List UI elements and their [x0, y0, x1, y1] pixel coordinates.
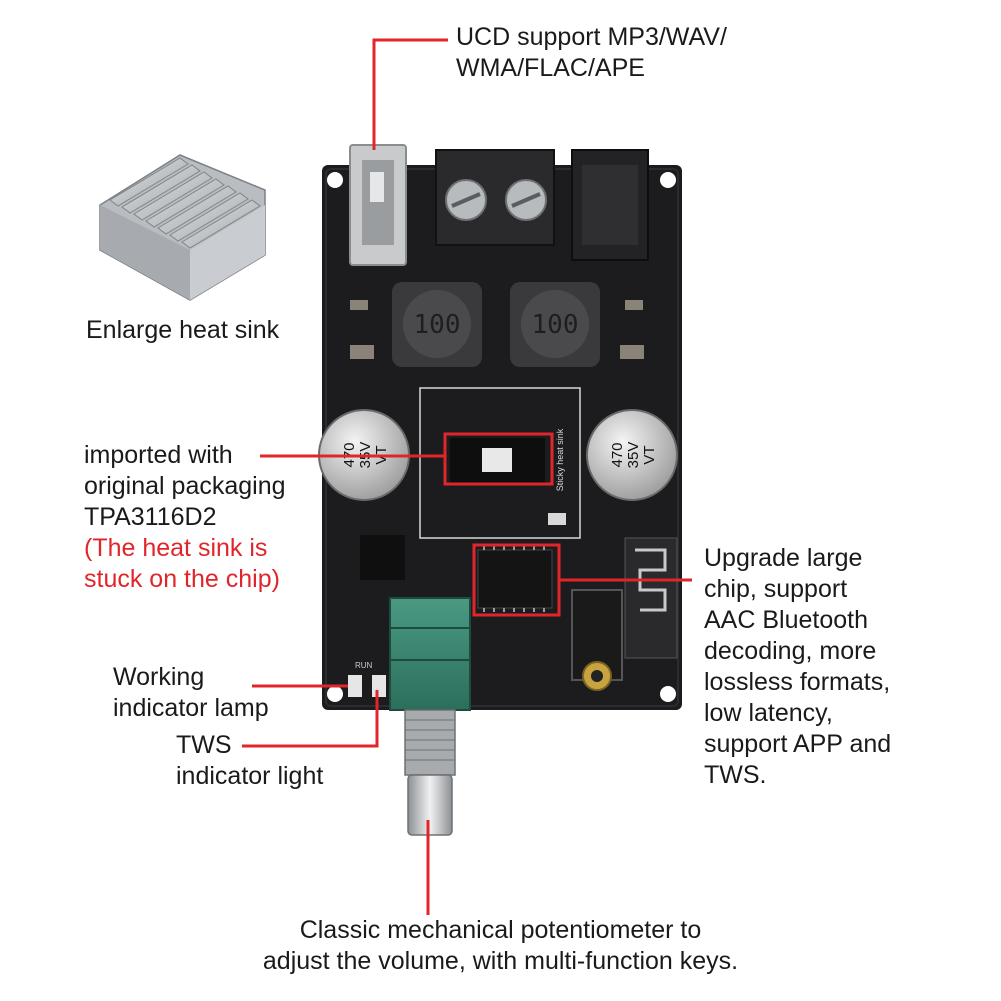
tws-light-callout: TWS indicator light — [176, 730, 323, 792]
usb-callout: UCD support MP3/WAV/ WMA/FLAC/APE — [456, 22, 727, 84]
dc-power-jack — [571, 149, 649, 261]
inductor-right: 100 — [510, 282, 600, 367]
bluetooth-callout-line-5: lossless formats, — [704, 668, 891, 696]
chip-callout: imported with original packaging TPA3116… — [84, 440, 286, 595]
usb-callout-line-1: UCD support MP3/WAV/ — [456, 23, 727, 51]
bluetooth-callout-line-3: AAC Bluetooth — [704, 606, 868, 634]
bluetooth-callout-line-1: Upgrade large — [704, 544, 863, 572]
bluetooth-callout: Upgrade large chip, support AAC Bluetoot… — [704, 543, 891, 791]
run-silkscreen: RUN — [355, 661, 373, 670]
heat-sink-image — [99, 154, 266, 301]
smd-components — [350, 300, 644, 525]
potentiometer-line-2: adjust the volume, with multi-function k… — [262, 947, 739, 975]
tpa3116d2-chip: Sticky heat sink — [419, 387, 581, 539]
chip-callout-line-2: original packaging — [84, 472, 286, 500]
usb-callout-line-2: WMA/FLAC/APE — [456, 54, 645, 82]
usb-port — [349, 144, 407, 266]
speaker-terminals — [435, 149, 555, 246]
heatsink-callout: Enlarge heat sink — [86, 315, 279, 346]
bluetooth-callout-line-4: decoding, more — [704, 637, 877, 665]
audio-jack — [571, 589, 623, 691]
callout-leader-lines — [242, 38, 692, 915]
bluetooth-callout-line-8: TWS. — [704, 761, 767, 789]
working-lamp-line-2: indicator lamp — [113, 694, 269, 722]
chip-callout-line-3: TPA3116D2 — [84, 503, 217, 531]
heatsink-callout-line-1: Enlarge heat sink — [86, 316, 280, 344]
working-lamp-line-1: Working — [113, 663, 205, 691]
potentiometer-body — [389, 597, 471, 711]
chip-callout-line-1: imported with — [84, 441, 233, 469]
regulator-ic — [360, 535, 405, 580]
potentiometer-callout: Classic mechanical potentiometer to adju… — [0, 915, 1001, 977]
cap-right-voltage: 35V — [625, 442, 642, 469]
inductor-left: 100 — [392, 282, 482, 367]
chip-callout-note-2: stuck on the chip) — [84, 565, 280, 593]
working-lamp-callout: Working indicator lamp — [113, 662, 269, 724]
tws-light-line-1: TWS — [176, 731, 232, 759]
bluetooth-callout-line-6: low latency, — [704, 699, 833, 727]
bluetooth-callout-line-7: support APP and — [704, 730, 892, 758]
cap-right-value: 470 — [609, 442, 626, 467]
cap-right-series: VT — [641, 445, 658, 464]
chip-callout-note-1: (The heat sink is — [84, 534, 268, 562]
amplifier-board: 100 100 470 35V VT 470 — [318, 144, 682, 711]
bluetooth-callout-line-2: chip, support — [704, 575, 848, 603]
capacitor-right: 470 35V VT — [586, 409, 678, 501]
bluetooth-antenna — [624, 537, 678, 659]
bluetooth-chip — [477, 546, 553, 612]
inductor-right-marking: 100 — [532, 310, 579, 340]
potentiometer-line-1: Classic mechanical potentiometer to — [299, 916, 702, 944]
tws-light-line-2: indicator light — [176, 762, 324, 790]
potentiometer-shaft — [404, 709, 456, 836]
sticky-heat-sink-label: Sticky heat sink — [555, 428, 565, 491]
inductor-left-marking: 100 — [414, 310, 461, 340]
